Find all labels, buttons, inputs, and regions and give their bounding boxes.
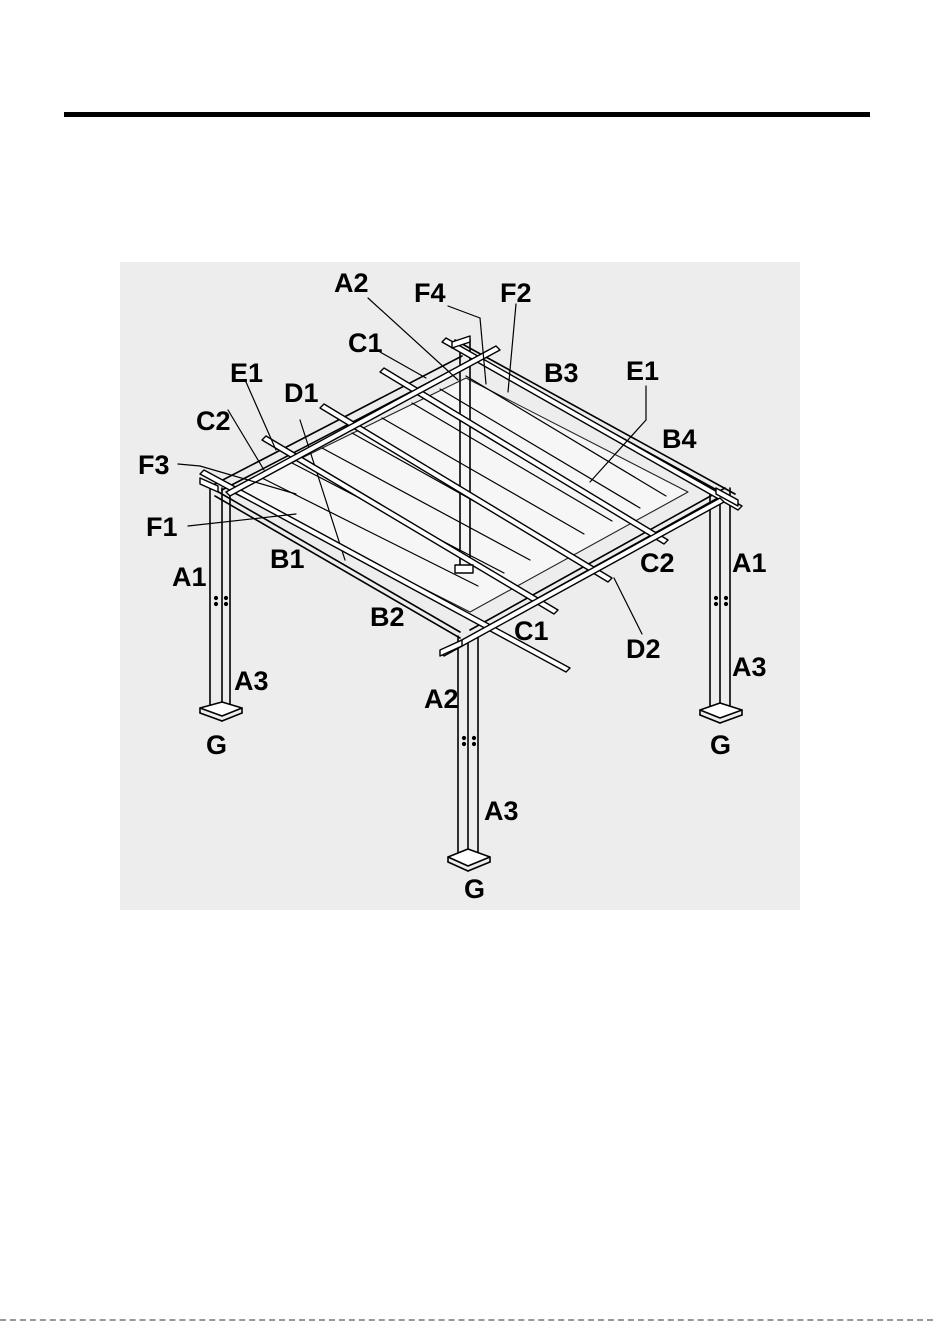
label-c1-top: C1	[348, 328, 383, 358]
post-right	[700, 488, 742, 723]
post-front	[448, 636, 490, 871]
label-b3: B3	[544, 358, 579, 388]
label-g-left: G	[206, 730, 227, 760]
label-a2-front: A2	[424, 684, 459, 714]
label-b2: B2	[370, 602, 405, 632]
label-e1-right: E1	[626, 356, 659, 386]
label-f4: F4	[414, 278, 446, 308]
label-c2-left: C2	[196, 406, 231, 436]
label-a1-right: A1	[732, 548, 767, 578]
label-f3: F3	[138, 450, 170, 480]
label-b4: B4	[662, 424, 697, 454]
label-a3-right: A3	[732, 652, 767, 682]
label-a1-left: A1	[172, 562, 207, 592]
label-g-right: G	[710, 730, 731, 760]
label-d1: D1	[284, 378, 319, 408]
label-a3-left: A3	[234, 666, 269, 696]
label-g-front: G	[464, 874, 485, 904]
label-c2-right: C2	[640, 548, 675, 578]
label-a3-front: A3	[484, 796, 519, 826]
page-bottom-edge	[0, 1319, 933, 1321]
label-d2: D2	[626, 634, 661, 664]
label-f2: F2	[500, 278, 532, 308]
label-c1-front: C1	[514, 616, 549, 646]
label-f1: F1	[146, 512, 178, 542]
label-a2-top: A2	[334, 268, 369, 298]
label-b1: B1	[270, 544, 305, 574]
label-e1-left: E1	[230, 358, 263, 388]
